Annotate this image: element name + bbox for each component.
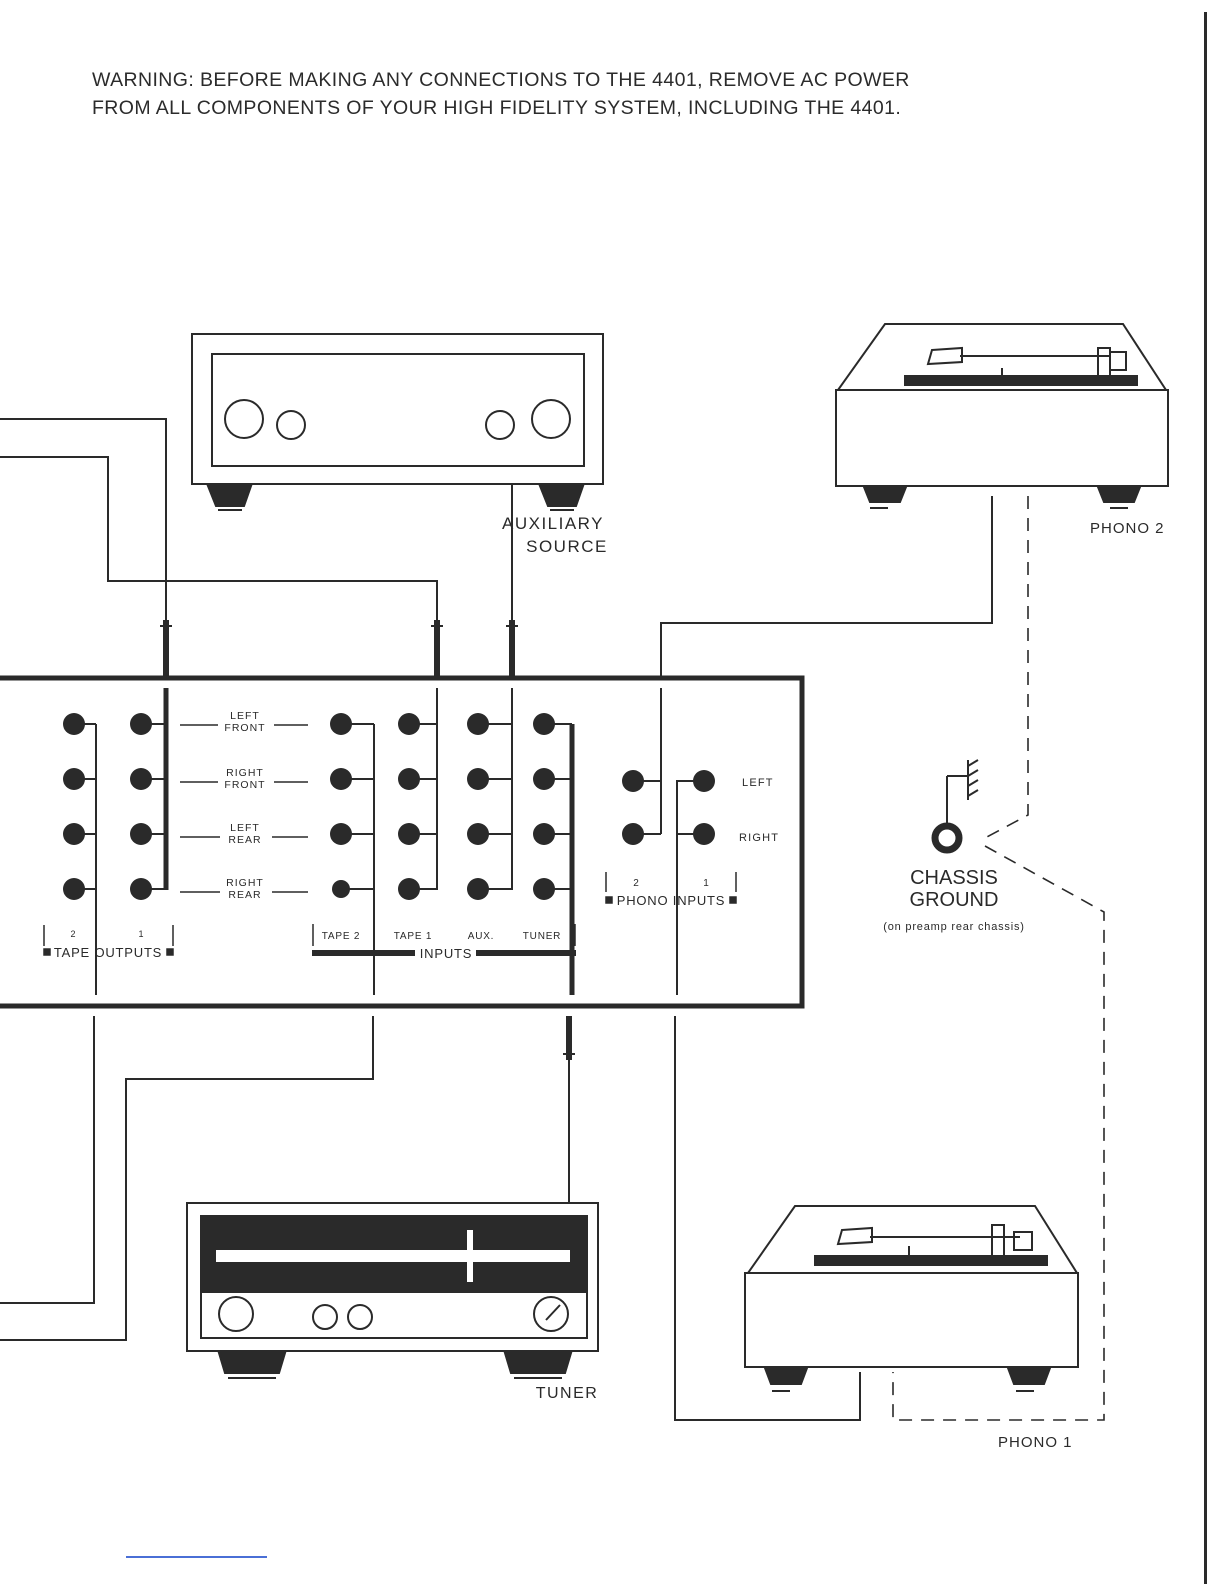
phono-2-turntable [835, 323, 1169, 509]
tuner-unit [186, 1202, 599, 1379]
tape-outputs-label: TAPE OUTPUTS [54, 945, 162, 960]
cable-plugs [160, 620, 575, 1060]
tape-outputs-bracket [43, 925, 174, 956]
channel-2-bottom: FRONT [224, 779, 265, 791]
channel-3-top: LEFT [230, 822, 260, 834]
channel-3-bottom: REAR [228, 834, 261, 846]
phono-in-2-number: 2 [633, 878, 639, 889]
phono-1-turntable [744, 1205, 1079, 1392]
chassis-note: (on preamp rear chassis) [883, 921, 1024, 933]
warning-text: WARNING: BEFORE MAKING ANY CONNECTIONS T… [92, 66, 1052, 122]
auxiliary-source-unit [191, 333, 604, 511]
jack-wires [74, 688, 704, 995]
phono-left-label: LEFT [742, 777, 774, 789]
channel-1-bottom: FRONT [224, 722, 265, 734]
tape-out-2-number: 2 [70, 929, 75, 939]
chassis-label: CHASSIS [910, 867, 998, 889]
panel-jacks [63, 713, 715, 900]
channel-4-top: RIGHT [226, 877, 264, 889]
phono-1-label: PHONO 1 [998, 1434, 1073, 1451]
input-tuner-label: TUNER [523, 931, 561, 942]
input-tape2-label: TAPE 2 [322, 931, 361, 942]
preamp-rear-panel [0, 675, 805, 1009]
chassis-ground-terminal [931, 759, 979, 854]
tuner-label: TUNER [536, 1385, 599, 1402]
warning-line-1: WARNING: BEFORE MAKING ANY CONNECTIONS T… [92, 69, 910, 91]
phono-inputs-bracket [605, 872, 737, 904]
channel-label-leaders [180, 724, 308, 893]
channel-4-bottom: REAR [228, 889, 261, 901]
inputs-bracket [312, 924, 576, 956]
channel-labels: LEFT FRONT RIGHT FRONT LEFT REAR RIGHT R… [224, 710, 265, 901]
source-label: SOURCE [526, 537, 608, 556]
page-right-border [1204, 12, 1207, 1584]
inputs-label: INPUTS [420, 946, 472, 961]
phono-in-1-number: 1 [703, 878, 709, 889]
phono-inputs-label: PHONO INPUTS [617, 893, 726, 908]
input-tape1-label: TAPE 1 [394, 931, 433, 942]
phono-2-label: PHONO 2 [1090, 520, 1165, 537]
warning-line-2: FROM ALL COMPONENTS OF YOUR HIGH FIDELIT… [92, 97, 902, 119]
ground-label: GROUND [910, 889, 999, 911]
signal-cables [0, 418, 993, 1421]
auxiliary-label: AUXILIARY [502, 514, 604, 533]
phono-1-bus [676, 780, 704, 995]
blue-underline [126, 1556, 267, 1558]
tape-out-1-number: 1 [138, 929, 143, 939]
ground-wires [892, 496, 1105, 1421]
channel-2-top: RIGHT [226, 767, 264, 779]
phono-right-label: RIGHT [739, 832, 779, 844]
input-aux-label: AUX. [468, 931, 495, 942]
channel-1-top: LEFT [230, 710, 260, 722]
